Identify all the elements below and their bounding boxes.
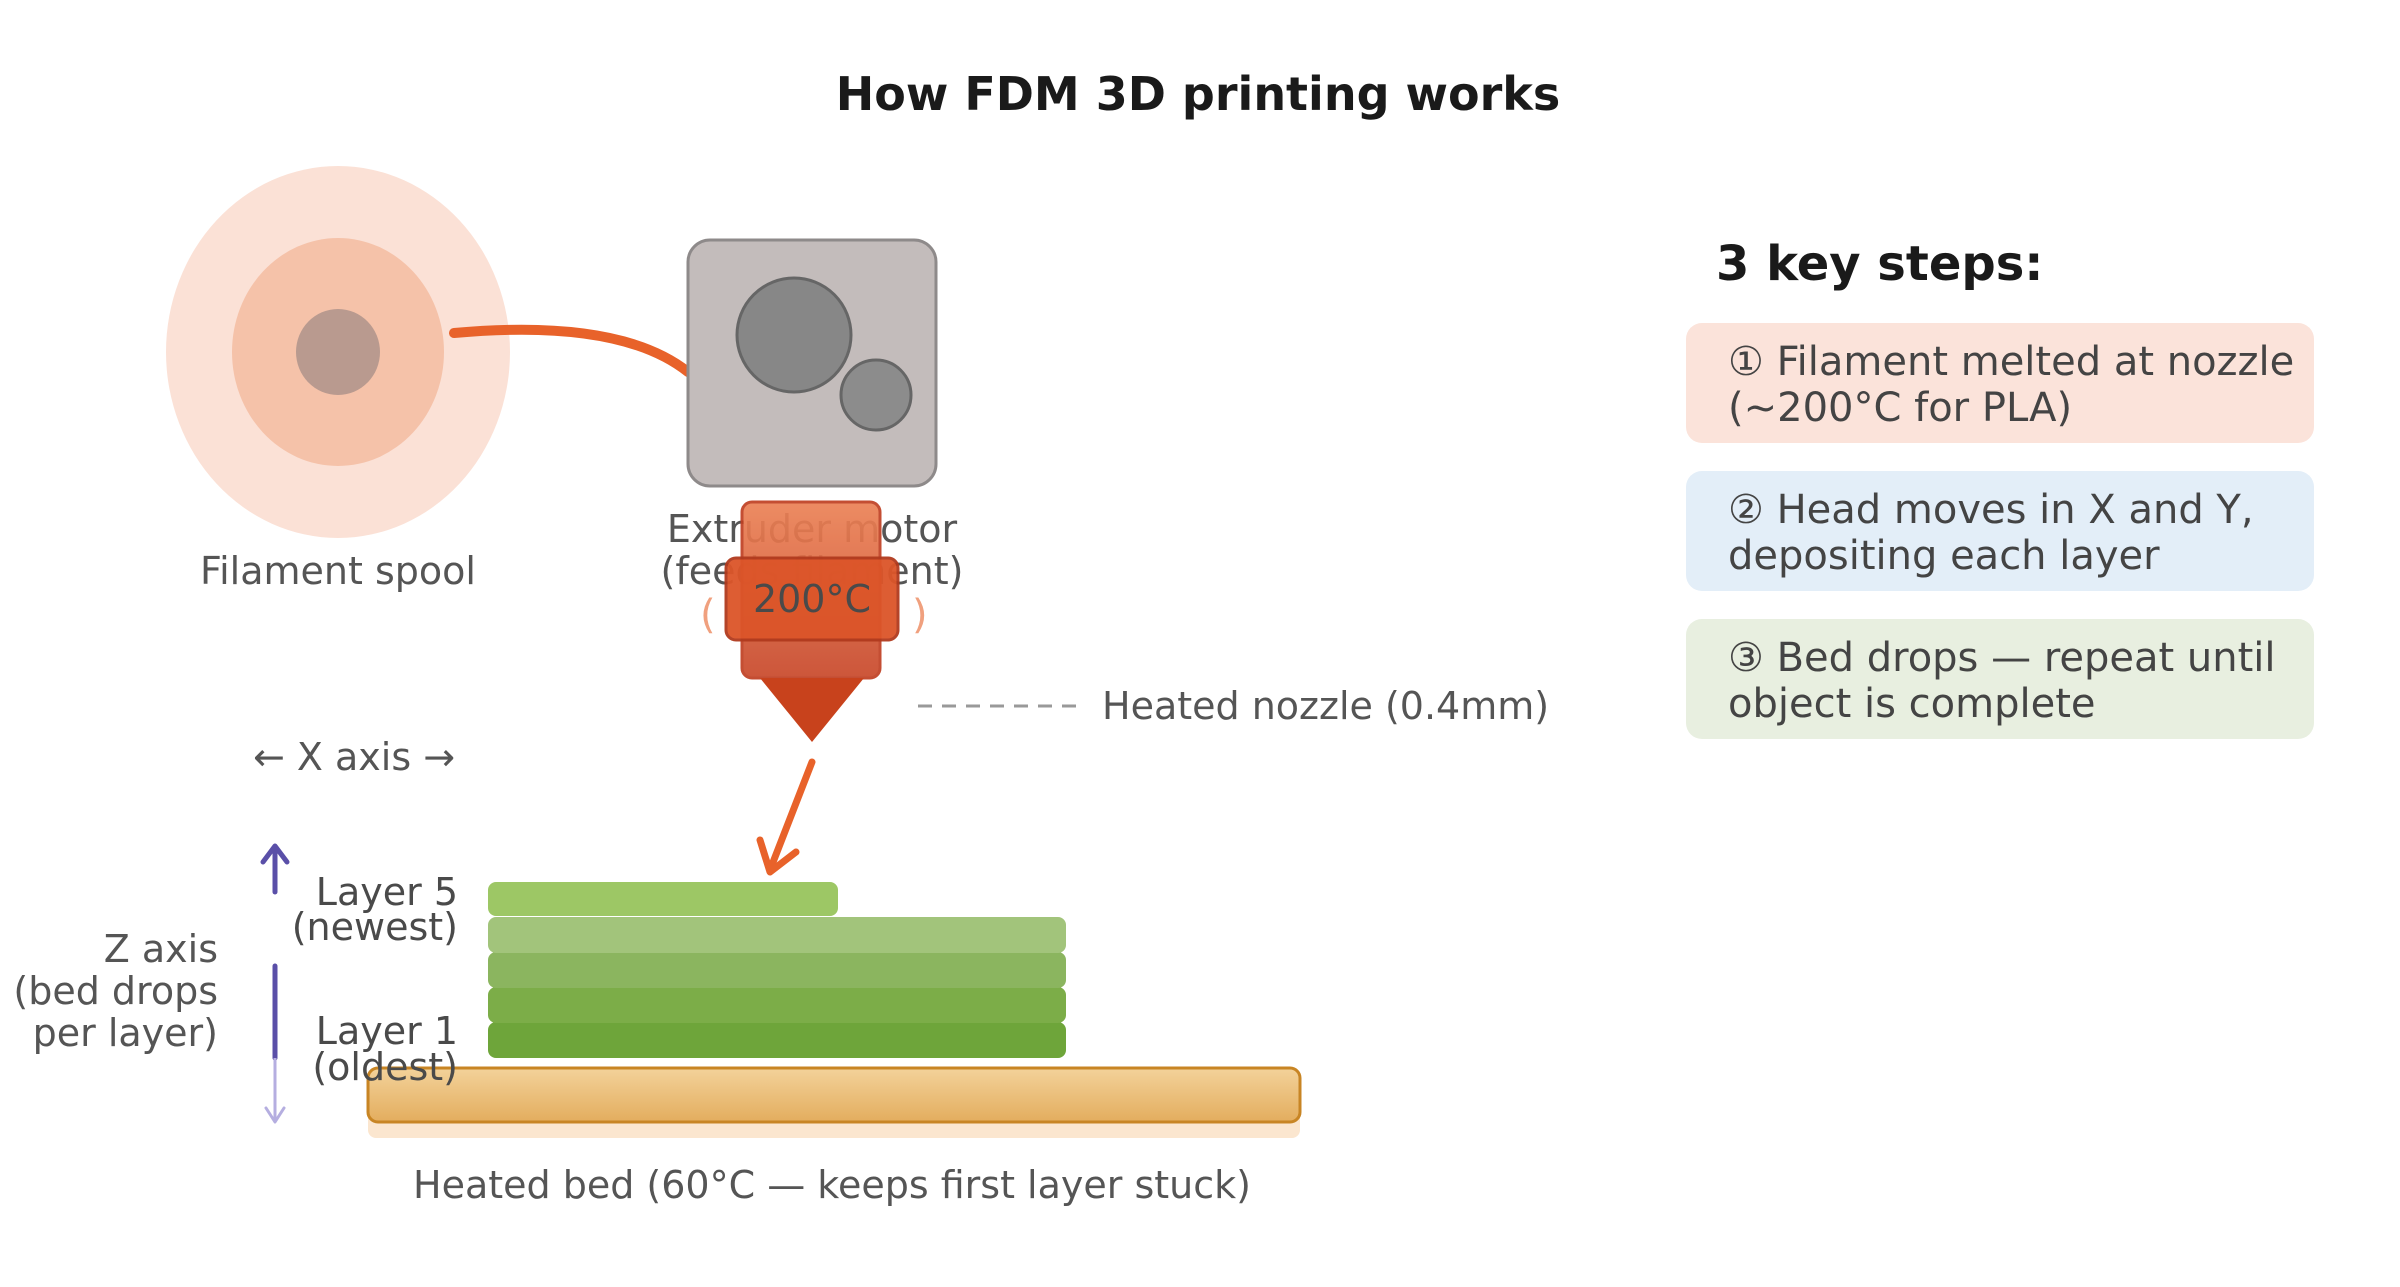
x-axis-label: ← X axis → (253, 735, 455, 779)
layer-4 (488, 917, 1066, 953)
layer-5 (488, 882, 838, 916)
diagram-title: How FDM 3D printing works (836, 67, 1561, 121)
layer-2 (488, 987, 1066, 1023)
step-1-line1: ① Filament melted at nozzle (1728, 339, 2294, 385)
step-card-1: ① Filament melted at nozzle (~200°C for … (1686, 323, 2314, 443)
z-axis-label-line2: (bed drops (13, 969, 218, 1013)
steps-panel-title: 3 key steps: (1716, 236, 2044, 292)
step-card-2-bg (1686, 471, 2314, 591)
bed-label: Heated bed (60°C — keeps first layer stu… (413, 1163, 1251, 1207)
layer1-label-line1: Layer 1 (316, 1009, 458, 1053)
layer-1 (488, 1022, 1066, 1058)
step-card-2: ② Head moves in X and Y, depositing each… (1686, 471, 2314, 591)
heated-bed (366, 1066, 1302, 1138)
step-card-3-bg (1686, 619, 2314, 739)
printed-layers (488, 882, 1066, 1058)
z-axis-label-line3: per layer) (33, 1011, 218, 1055)
step-2-line1: ② Head moves in X and Y, (1728, 487, 2254, 533)
extruder-motor (686, 238, 938, 488)
heated-nozzle: 200°C ( ) (700, 500, 928, 742)
layer5-label-line1: Layer 5 (316, 870, 458, 914)
z-axis-arrow-icon (260, 843, 290, 1124)
step-1-line2: (~200°C for PLA) (1728, 385, 2072, 431)
step-3-line2: object is complete (1728, 681, 2095, 727)
heat-glow-right-icon: ) (912, 592, 928, 638)
layer1-label-line2: (oldest) (312, 1045, 458, 1089)
layer-3 (488, 952, 1066, 988)
deposition-arrow-icon (756, 758, 816, 876)
z-axis-label-line1: Z axis (104, 927, 218, 971)
nozzle-temp-label: 200°C (753, 577, 871, 621)
layer5-label-line2: (newest) (292, 905, 458, 949)
filament-strand (449, 324, 693, 377)
step-2-line2: depositing each layer (1728, 533, 2160, 579)
heat-glow-left-icon: ( (700, 592, 716, 638)
step-card-3: ③ Bed drops — repeat until object is com… (1686, 619, 2314, 739)
nozzle-label: Heated nozzle (0.4mm) (1102, 684, 1549, 728)
step-3-line1: ③ Bed drops — repeat until (1728, 635, 2276, 681)
filament-spool (166, 166, 510, 538)
spool-label: Filament spool (200, 549, 476, 593)
step-card-1-bg (1686, 323, 2314, 443)
